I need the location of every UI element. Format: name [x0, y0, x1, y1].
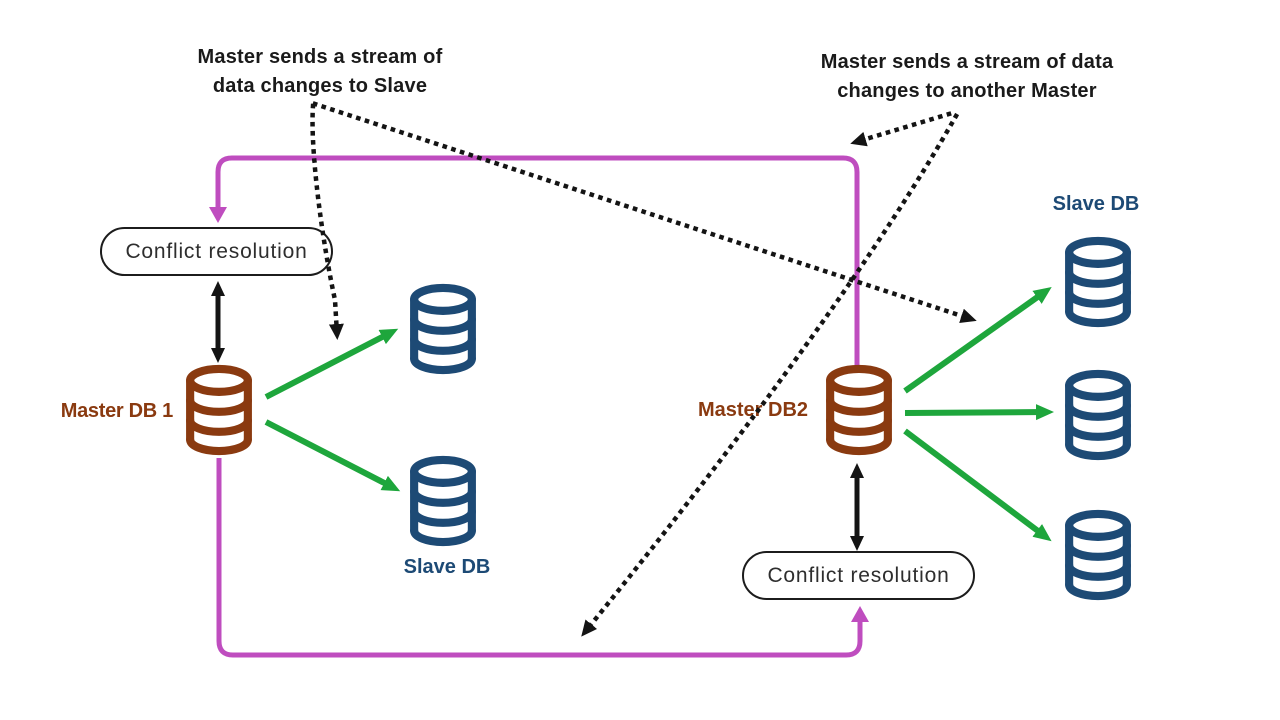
caption-master-to-master: Master sends a stream of data changes to…	[792, 48, 1142, 106]
caption-line: data changes to Slave	[212, 75, 428, 97]
master-db-1-label: Master DB 1	[60, 400, 174, 422]
master-db-2-label: Master DB2	[697, 399, 809, 421]
slave-db-label-right: Slave DB	[1052, 193, 1140, 215]
conflict-resolution-label: Conflict resolution	[125, 239, 308, 263]
caption-line: changes to another Master	[837, 80, 1097, 102]
caption-master-to-slave: Master sends a stream of data changes to…	[155, 43, 485, 101]
slave-db-label-left: Slave DB	[403, 556, 491, 578]
caption-line: Master sends a stream of data	[820, 51, 1114, 73]
caption-line: Master sends a stream of	[197, 46, 443, 68]
conflict-resolution-label: Conflict resolution	[767, 563, 950, 587]
conflict-resolution-box-right: Conflict resolution	[742, 551, 975, 600]
conflict-resolution-box-left: Conflict resolution	[100, 227, 333, 276]
